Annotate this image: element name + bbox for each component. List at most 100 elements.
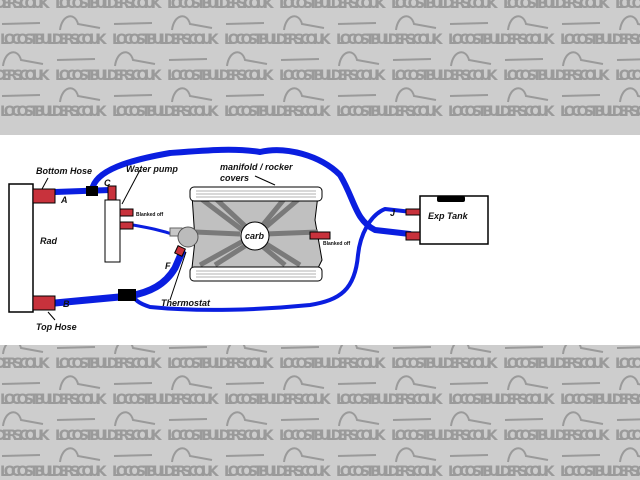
watermark-car [225,375,325,391]
label-c: C [104,178,111,188]
watermark-car [225,15,325,31]
watermark-car [280,51,380,67]
watermark-text: LOCOSTBUILDERS.CO.UK [0,104,108,120]
watermark-text: LOCOSTBUILDERS.CO.UK [336,32,444,48]
label-blanked-off-pump: Blanked off [136,212,164,218]
watermark-text: LOCOSTBUILDERS.CO.UK [224,104,332,120]
watermark-car [56,51,156,67]
watermark-car [616,418,640,421]
manifold-blanked-outlet [309,231,331,240]
top-hose-tee [118,289,136,301]
label-pointers [41,169,276,321]
rad-top-inlet [32,295,56,311]
bottom-hose [52,187,113,195]
watermark-text: LOCOSTBUILDERS.CO.UK [560,392,640,408]
watermark-text: LOCOSTBUILDERS.CO.UK [167,68,275,84]
watermark-text: LOCOSTBUILDERS.CO.UK [391,68,499,84]
watermark-text: LOCOSTBUILDERS.CO.UK [615,356,640,372]
watermark-text: LOCOSTBUILDERS.CO.UK [448,464,556,480]
watermark-car [113,87,213,103]
label-a: A [60,195,68,205]
thermostat-pointer [169,251,187,301]
watermark-text: LOCOSTBUILDERS.CO.UK [0,392,108,408]
watermark-text: LOCOSTBUILDERS.CO.UK [391,356,499,372]
watermark-text: LOCOSTBUILDERS.CO.UK [503,428,611,444]
watermark-car [113,15,213,31]
watermark-text: LOCOSTBUILDERS.CO.UK [112,464,220,480]
diagram-area [0,135,640,345]
watermark-car [1,447,101,463]
label-rad: Rad [40,236,58,246]
exp-tank-cap [437,196,465,202]
watermark-text: LOCOSTBUILDERS.CO.UK [615,68,640,84]
watermark-text: LOCOSTBUILDERS.CO.UK [448,32,556,48]
watermark-text: LOCOSTBUILDERS.CO.UK [448,392,556,408]
label-blanked-off-manifold: Blanked off [323,241,351,247]
watermark-text: LOCOSTBUILDERS.CO.UK [279,428,387,444]
watermark-text: LOCOSTBUILDERS.CO.UK [112,392,220,408]
watermark-car [504,51,604,67]
watermark-text: LOCOSTBUILDERS.CO.UK [0,464,108,480]
label-b: B [63,299,70,309]
watermark-text: LOCOSTBUILDERS.CO.UK [279,68,387,84]
watermark-text: LOCOSTBUILDERS.CO.UK [279,0,387,12]
watermark-car [113,447,213,463]
water-pump [104,199,121,263]
watermark-car [449,87,549,103]
watermark-text: LOCOSTBUILDERS.CO.UK [336,392,444,408]
watermark-text: LOCOSTBUILDERS.CO.UK [336,464,444,480]
watermark-text: LOCOSTBUILDERS.CO.UK [112,104,220,120]
watermark-text: LOCOSTBUILDERS.CO.UK [503,68,611,84]
watermark-car [561,375,640,391]
watermark-text: LOCOSTBUILDERS.CO.UK [279,356,387,372]
watermark-text: LOCOSTBUILDERS.CO.UK [224,464,332,480]
rad-bottom-outlet [32,188,56,204]
watermark-text: LOCOSTBUILDERS.CO.UK [615,428,640,444]
watermark-text: LOCOSTBUILDERS.CO.UK [391,428,499,444]
bottom-hose-tee [86,186,98,196]
rocker-cover-ribs [196,190,316,278]
exp-tank-upper-port [405,208,421,216]
watermark-top: LOCOSTBUILDERS.CO.UKLOCOSTBUILDERS.CO.UK… [0,0,640,120]
watermark-car [561,447,640,463]
watermark-car [337,375,437,391]
label-j: J [390,208,396,218]
label-bottom-hose: Bottom Hose [36,166,92,176]
watermark-text: LOCOSTBUILDERS.CO.UK [0,428,51,444]
label-water-pump: Water pump [126,164,178,174]
watermark-car [337,447,437,463]
watermark-text: LOCOSTBUILDERS.CO.UK [615,0,640,12]
watermark-car [449,15,549,31]
watermark-car [337,87,437,103]
watermark-text: LOCOSTBUILDERS.CO.UK [560,464,640,480]
watermark-car [2,411,44,427]
label-f: F [165,261,171,271]
carb [240,221,270,251]
label-exp-tank: Exp Tank [428,211,469,221]
label-covers: covers [220,173,249,183]
watermark-car [2,51,44,67]
watermark-car [449,447,549,463]
watermark-text: LOCOSTBUILDERS.CO.UK [55,356,163,372]
pump-blanked-outlet [119,208,134,217]
watermark-car [504,411,604,427]
watermark-car [56,411,156,427]
watermark-text: LOCOSTBUILDERS.CO.UK [0,32,108,48]
watermark-bottom: LOCOSTBUILDERS.CO.UKLOCOSTBUILDERS.CO.UK… [0,339,640,480]
watermark-car [1,87,101,103]
watermark-car [1,15,101,31]
watermark-text: LOCOSTBUILDERS.CO.UK [560,32,640,48]
watermark-text: LOCOSTBUILDERS.CO.UK [167,428,275,444]
watermark-car [616,58,640,61]
watermark-car [449,375,549,391]
expansion-tank [419,195,489,245]
watermark-car [392,51,492,67]
watermark-text: LOCOSTBUILDERS.CO.UK [0,356,51,372]
radiator [8,183,34,313]
thermostat-outlet [174,245,186,257]
watermark-text: LOCOSTBUILDERS.CO.UK [560,104,640,120]
exp-tank-return-hose [131,207,414,312]
label-carb: carb [245,231,265,241]
label-thermostat: Thermostat [161,298,211,308]
